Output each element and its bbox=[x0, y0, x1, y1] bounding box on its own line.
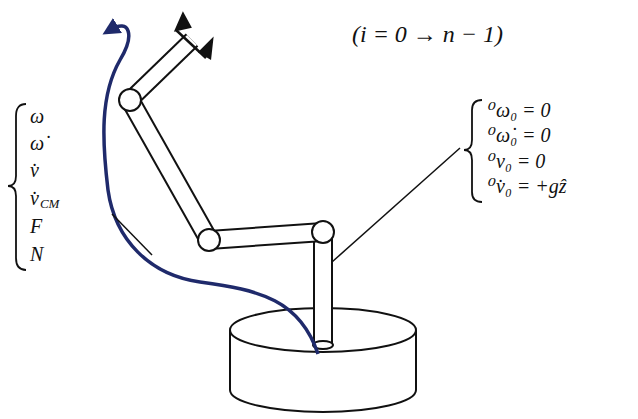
variable-symbol: F bbox=[30, 214, 42, 238]
initial-condition: ⁰ω₀ = 0 bbox=[488, 98, 551, 122]
gripper-finger bbox=[200, 40, 212, 58]
subscript: CM bbox=[40, 196, 60, 212]
joint bbox=[119, 89, 141, 111]
wrist-link bbox=[130, 40, 192, 100]
variable-symbol: ω̇ bbox=[30, 131, 44, 155]
propagation-arrow bbox=[104, 26, 318, 354]
variable-symbol: v̇ bbox=[30, 158, 39, 182]
variable-symbol: N bbox=[30, 242, 43, 266]
joint bbox=[312, 221, 334, 243]
joint bbox=[198, 229, 220, 251]
leader-line bbox=[112, 214, 152, 255]
leader-line bbox=[332, 148, 460, 262]
gripper-finger bbox=[176, 14, 190, 30]
wrist-link-fill bbox=[130, 40, 192, 100]
forearm-link bbox=[130, 100, 209, 240]
left-brace bbox=[8, 104, 26, 270]
initial-condition: ⁰v₀ = 0 bbox=[488, 149, 545, 173]
loop-range: (i = 0 → n − 1) bbox=[352, 20, 503, 49]
variable-symbol: ω bbox=[30, 104, 44, 128]
column-link bbox=[313, 232, 333, 345]
forearm-link-fill bbox=[130, 100, 209, 240]
right-brace bbox=[464, 100, 482, 202]
initial-condition: ⁰v̇₀ = +gẑ bbox=[488, 174, 567, 198]
upper-arm-link bbox=[209, 232, 323, 240]
variable-symbol: v̇ bbox=[30, 186, 39, 210]
column-link-fill bbox=[315, 232, 331, 343]
initial-condition: ⁰ω̇₀ = 0 bbox=[488, 123, 551, 147]
upper-arm-link-fill bbox=[209, 232, 323, 240]
